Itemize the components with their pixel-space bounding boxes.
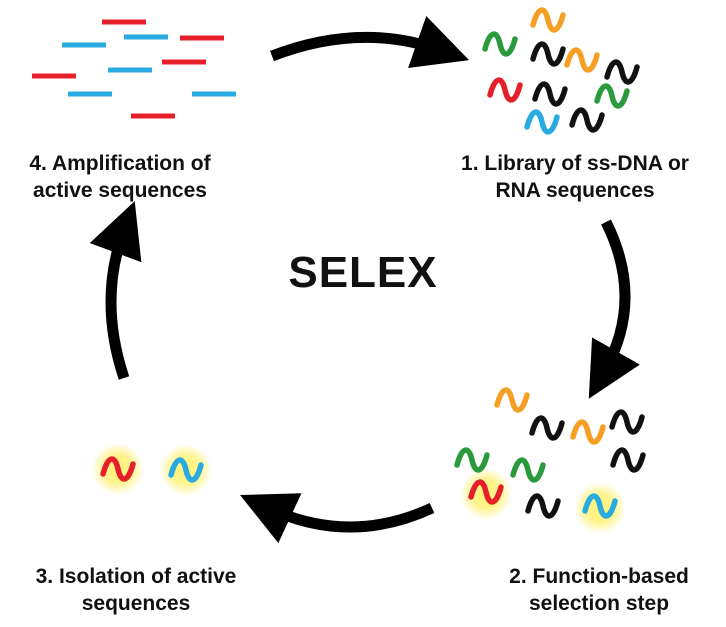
arrow-2-to-3	[240, 493, 435, 544]
selection-sequence-9	[525, 493, 561, 519]
selection-sequence-4	[609, 409, 645, 435]
step-4-line-2: active sequences	[33, 179, 207, 202]
selection-sequences	[454, 387, 646, 534]
library-sequence-4	[564, 47, 600, 73]
selection-sequence-1	[494, 387, 530, 413]
step-2-label: 2. Function-based selection step	[472, 563, 726, 617]
selex-title: SELEX	[288, 248, 438, 297]
step-4-line-1: 4. Amplification of	[29, 152, 211, 175]
library-sequence-1	[530, 7, 566, 33]
library-sequence-3	[530, 41, 566, 67]
step-1-label: 1. Library of ss-DNA or RNA sequences	[430, 150, 720, 204]
step-1-line-1: 1. Library of ss-DNA or	[461, 152, 689, 175]
step-2-line-1: 2. Function-based	[509, 565, 689, 588]
library-sequences	[482, 7, 640, 135]
arrow-4-to-1	[270, 16, 470, 68]
library-sequence-6	[487, 77, 523, 103]
arrow-3-to-4	[89, 201, 142, 380]
library-sequence-5	[604, 59, 640, 85]
selection-sequence-8	[468, 479, 504, 505]
library-sequence-10	[569, 107, 605, 133]
isolated-sequence-red	[100, 456, 136, 482]
selection-sequence-5	[454, 447, 490, 473]
step-3-line-2: sequences	[81, 592, 191, 615]
amplified-sequences	[32, 19, 236, 119]
step-2-line-2: selection step	[528, 592, 670, 615]
library-sequence-8	[594, 83, 630, 109]
arrow-1-to-2	[588, 219, 640, 399]
step-4-label: 4. Amplification of active sequences	[0, 150, 240, 204]
isolated-sequences	[92, 443, 212, 496]
selection-sequence-3	[570, 419, 606, 445]
library-sequence-2	[482, 31, 518, 57]
selection-sequence-10	[582, 493, 618, 519]
selection-sequence-2	[529, 415, 565, 441]
library-sequence-9	[524, 109, 560, 135]
step-1-line-2: RNA sequences	[495, 179, 655, 202]
step-3-line-1: 3. Isolation of active	[35, 565, 237, 588]
selection-sequence-6	[510, 457, 546, 483]
library-sequence-7	[532, 81, 568, 107]
isolated-sequence-blue	[168, 457, 204, 483]
step-3-label: 3. Isolation of active sequences	[0, 563, 272, 617]
cycle-arrows	[89, 16, 640, 544]
selection-sequence-7	[610, 447, 646, 473]
